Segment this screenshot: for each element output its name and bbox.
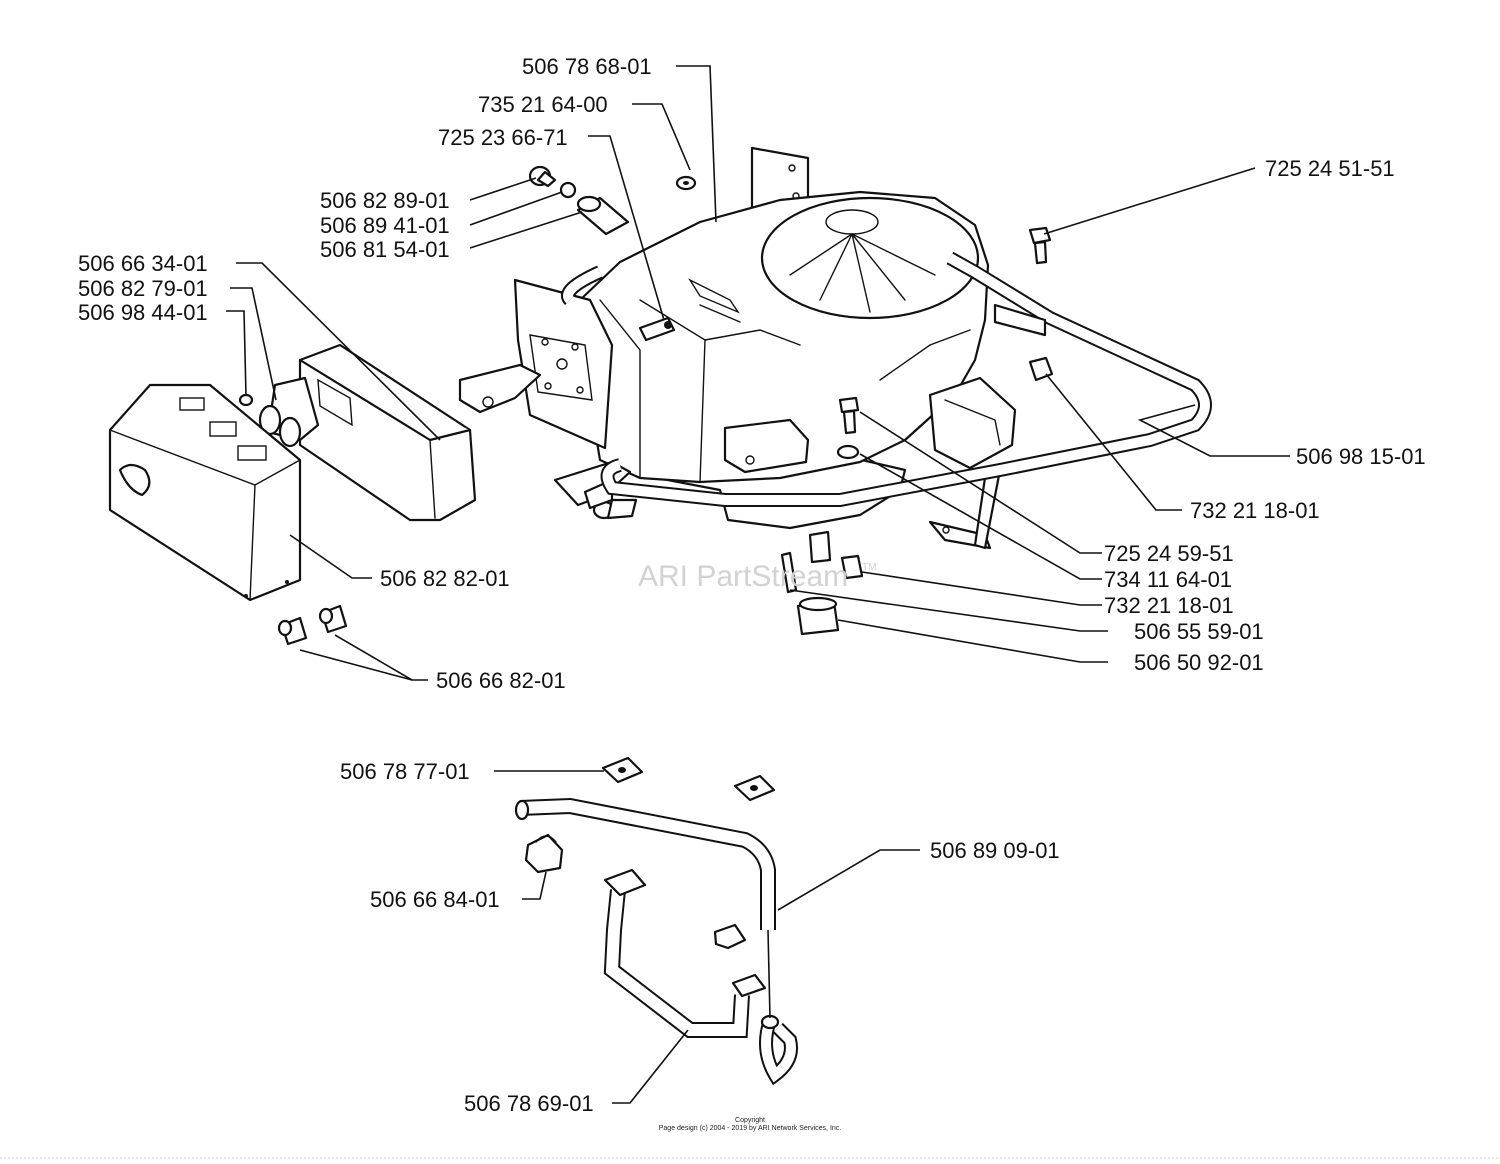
callout-506-55-59-01: 506 55 59-01 (1134, 619, 1264, 644)
callout-506-66-82-01: 506 66 82-01 (436, 668, 566, 693)
callout-506-82-79-01: 506 82 79-01 (78, 276, 208, 301)
callout-725-24-59-51: 725 24 59-51 (1104, 541, 1234, 566)
callout-506-98-44-01: 506 98 44-01 (78, 300, 208, 325)
leader-lines (226, 65, 1290, 1104)
flange-screw (238, 393, 254, 407)
callout-506-89-41-01: 506 89 41-01 (320, 213, 450, 238)
exhaust-pipe-assembly (514, 756, 798, 1086)
callout-506-78-68-01: 506 78 68-01 (522, 54, 652, 79)
copyright-line-1: Copyright (735, 1117, 765, 1124)
heat-shield (108, 383, 302, 602)
frame-tube (561, 251, 1212, 507)
engine-assembly (458, 146, 1017, 550)
watermark-text: ARI PartStream (638, 560, 848, 593)
callout-734-11-64-01: 734 11 64-01 (1104, 567, 1232, 592)
callout-735-21-64-00: 735 21 64-00 (478, 92, 608, 117)
pipe-clamp-1 (524, 833, 564, 874)
callout-725-23-66-71: 725 23 66-71 (438, 125, 568, 150)
engine-hardware (528, 165, 1054, 636)
callout-506-66-34-01: 506 66 34-01 (78, 251, 208, 276)
callout-725-24-51-51: 725 24 51-51 (1265, 156, 1395, 181)
callout-732-21-18-01-lower: 732 21 18-01 (1104, 593, 1234, 618)
pipe-clamp-2 (713, 923, 747, 950)
copyright-line-2: Page design (c) 2004 - 2019 by ARI Netwo… (659, 1125, 842, 1132)
callout-506-50-92-01: 506 50 92-01 (1134, 650, 1264, 675)
callout-506-98-15-01: 506 98 15-01 (1296, 444, 1426, 469)
callout-506-82-89-01: 506 82 89-01 (320, 188, 450, 213)
watermark-tm: TM (862, 562, 876, 573)
callout-labels: 506 78 68-01 735 21 64-00 725 23 66-71 5… (78, 54, 1426, 1116)
callout-506-78-69-01: 506 78 69-01 (464, 1091, 594, 1116)
callout-506-66-84-01: 506 66 84-01 (370, 887, 500, 912)
callout-732-21-18-01-upper: 732 21 18-01 (1190, 498, 1320, 523)
callout-506-89-09-01: 506 89 09-01 (930, 838, 1060, 863)
callout-506-82-82-01: 506 82 82-01 (380, 566, 510, 591)
heat-shield-screws (277, 604, 348, 646)
callout-506-81-54-01: 506 81 54-01 (320, 237, 450, 262)
muffler-flange (258, 376, 320, 448)
muffler (298, 343, 477, 522)
callout-506-78-77-01: 506 78 77-01 (340, 759, 470, 784)
